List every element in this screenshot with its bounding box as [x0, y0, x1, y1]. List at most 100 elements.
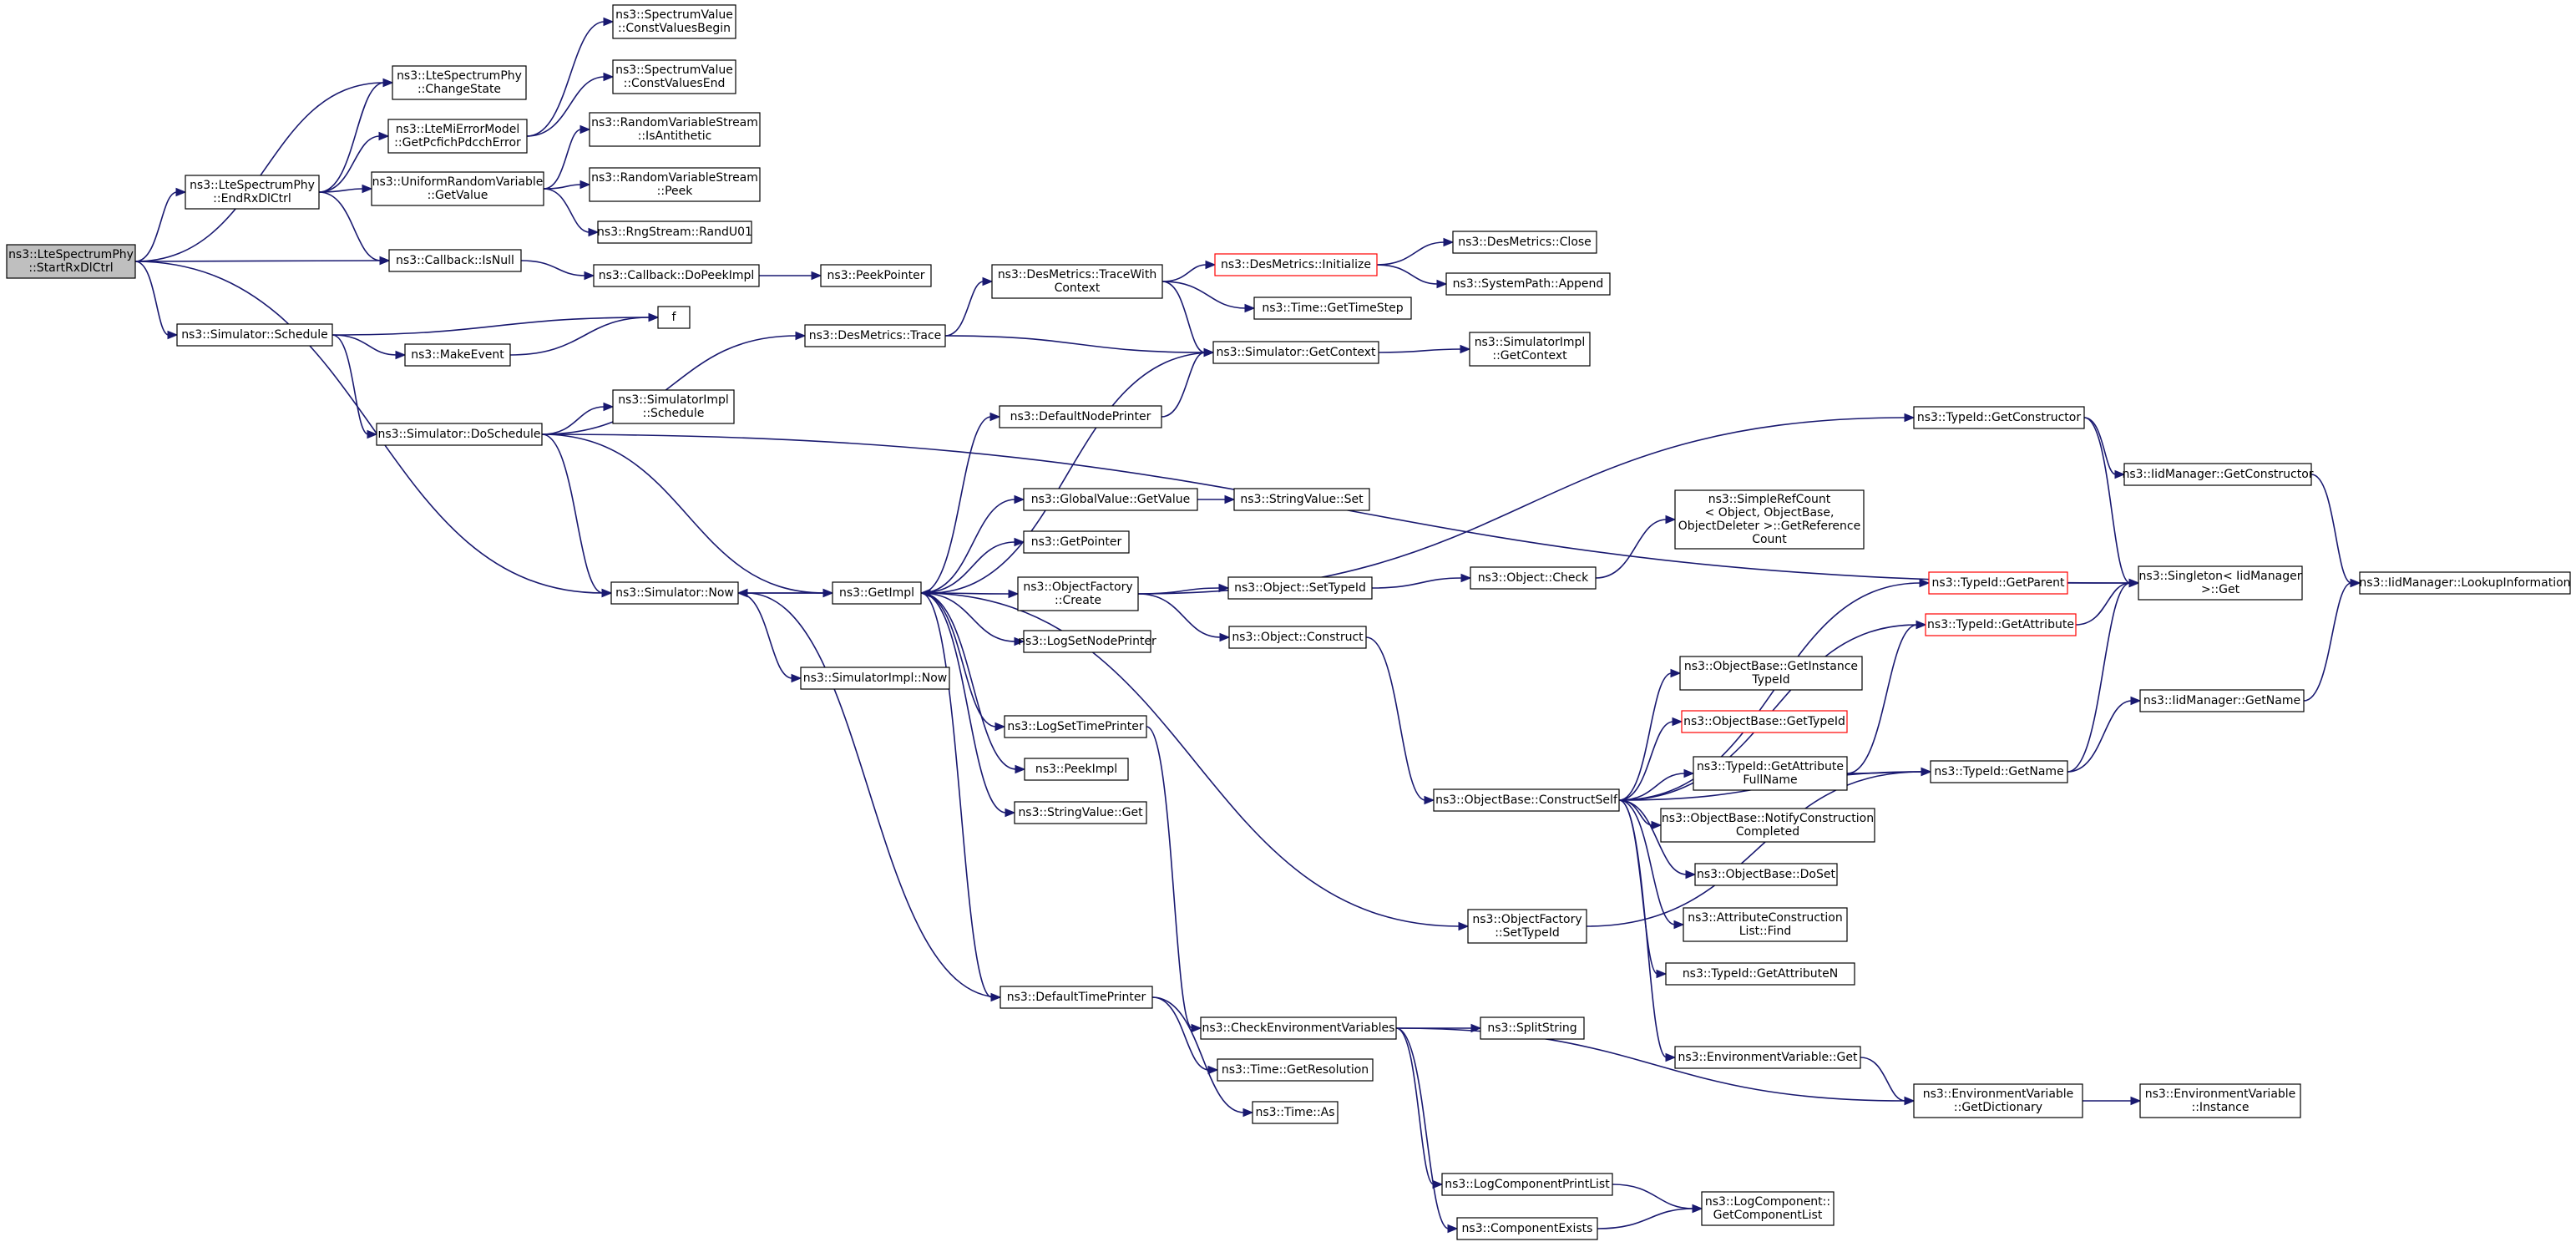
graph-node-lteMi[interactable]: ns3::LteMiErrorModel::GetPcfichPdcchErro…	[387, 119, 528, 154]
edge-arrowhead	[2130, 1096, 2142, 1106]
graph-node-doSchedule[interactable]: ns3::Simulator::DoSchedule	[376, 423, 543, 446]
graph-node-obGetTypeId[interactable]: ns3::ObjectBase::GetTypeId	[1681, 710, 1848, 733]
graph-node-objConstruct[interactable]: ns3::Object::Construct	[1228, 626, 1367, 649]
graph-edge	[2310, 474, 2361, 588]
graph-node-root[interactable]: ns3::LteSpectrumPhy::StartRxDlCtrl	[6, 244, 136, 279]
graph-node-typeGetConstructor[interactable]: ns3::TypeId::GetConstructor	[1913, 406, 2085, 429]
edge-line	[2310, 474, 2352, 584]
node-label: ::GetPcfichPdcchError	[394, 136, 521, 150]
node-label: ns3::ObjectBase::GetTypeId	[1683, 715, 1845, 728]
edge-arrowhead	[1651, 820, 1663, 830]
graph-node-makeEvent[interactable]: ns3::MakeEvent	[404, 343, 511, 367]
graph-node-envGetDict[interactable]: ns3::EnvironmentVariable::GetDictionary	[1913, 1083, 2083, 1118]
graph-edge	[509, 312, 660, 356]
graph-node-desClose[interactable]: ns3::DesMetrics::Close	[1452, 231, 1597, 254]
graph-node-splitString[interactable]: ns3::SplitString	[1480, 1016, 1585, 1040]
node-box	[2139, 1083, 2301, 1118]
edge-line	[541, 433, 604, 594]
graph-node-cbIsNull[interactable]: ns3::Callback::IsNull	[388, 249, 522, 272]
node-label: ns3::Singleton< IidManager	[2139, 570, 2302, 583]
graph-node-typeGetParent[interactable]: ns3::TypeId::GetParent	[1928, 571, 2068, 595]
graph-node-changeState[interactable]: ns3::LteSpectrumPhy::ChangeState	[392, 65, 527, 100]
graph-node-iidLookup[interactable]: ns3::IidManager::LookupInformation	[2359, 571, 2571, 595]
graph-node-objCheck[interactable]: ns3::Object::Check	[1470, 566, 1597, 590]
node-label: ns3::Time::As	[1255, 1106, 1334, 1119]
graph-edge	[920, 592, 1016, 818]
graph-node-uniformGet[interactable]: ns3::UniformRandomVariable::GetValue	[371, 171, 544, 206]
graph-node-timeGetRes[interactable]: ns3::Time::GetResolution	[1217, 1058, 1374, 1082]
graph-node-endRx[interactable]: ns3::LteSpectrumPhy::EndRxDlCtrl	[185, 175, 320, 210]
graph-edge	[331, 334, 378, 439]
node-label: ns3::UniformRandomVariable	[372, 175, 544, 189]
edge-line	[1151, 996, 1210, 1071]
node-label: ns3::ObjectFactory	[1023, 580, 1132, 594]
graph-edge	[736, 588, 1001, 998]
graph-node-defNodePrinter[interactable]: ns3::DefaultNodePrinter	[999, 405, 1162, 428]
node-label: >::Get	[2201, 583, 2240, 596]
graph-node-simNow[interactable]: ns3::Simulator::Now	[610, 581, 739, 605]
graph-node-singletonGet[interactable]: ns3::Singleton< IidManager>::Get	[2138, 565, 2303, 601]
graph-node-rvsPeek[interactable]: ns3::RandomVariableStream::Peek	[589, 167, 761, 202]
graph-node-iidGetName[interactable]: ns3::IidManager::GetName	[2139, 689, 2305, 712]
graph-node-desInit[interactable]: ns3::DesMetrics::Initialize	[1214, 253, 1378, 276]
graph-node-randU01[interactable]: ns3::RngStream::RandU01	[597, 221, 752, 244]
edge-line	[1595, 519, 1668, 579]
graph-node-constructSelf[interactable]: ns3::ObjectBase::ConstructSelf	[1433, 788, 1620, 812]
graph-node-simSchedule[interactable]: ns3::Simulator::Schedule	[176, 323, 333, 347]
graph-node-doSet[interactable]: ns3::ObjectBase::DoSet	[1694, 863, 1838, 886]
graph-node-cvEnd[interactable]: ns3::SpectrumValue::ConstValuesEnd	[612, 59, 736, 94]
graph-edge	[543, 188, 600, 237]
graph-node-strSet[interactable]: ns3::StringValue::Set	[1233, 488, 1370, 511]
graph-edge	[1860, 1057, 1916, 1106]
graph-node-typeGetAttribute[interactable]: ns3::TypeId::GetAttribute	[1925, 613, 2077, 636]
graph-node-peekPointer[interactable]: ns3::PeekPointer	[820, 264, 932, 287]
graph-node-simImplGetContext[interactable]: ns3::SimulatorImpl::GetContext	[1469, 332, 1591, 367]
graph-node-simGetContext[interactable]: ns3::Simulator::GetContext	[1212, 341, 1379, 364]
node-label: ns3::DefaultTimePrinter	[1007, 991, 1146, 1004]
graph-node-getAttrN[interactable]: ns3::TypeId::GetAttributeN	[1665, 962, 1855, 986]
node-label: ::StartRxDlCtrl	[28, 261, 113, 275]
graph-node-simImplNow[interactable]: ns3::SimulatorImpl::Now	[800, 667, 950, 690]
graph-node-objFactSetType[interactable]: ns3::ObjectFactory::SetTypeId	[1467, 909, 1587, 944]
graph-node-strGet[interactable]: ns3::StringValue::Get	[1014, 801, 1147, 824]
graph-node-envGet[interactable]: ns3::EnvironmentVariable::Get	[1674, 1046, 1861, 1069]
graph-node-isAnti[interactable]: ns3::RandomVariableStream::IsAntithetic	[589, 112, 761, 147]
graph-node-simImplSchedule[interactable]: ns3::SimulatorImpl::Schedule	[612, 389, 735, 424]
graph-node-envInstance[interactable]: ns3::EnvironmentVariable::Instance	[2139, 1083, 2301, 1118]
node-box	[1253, 297, 1412, 320]
graph-node-logSetTime[interactable]: ns3::LogSetTimePrinter	[1004, 715, 1147, 738]
graph-node-checkEnv[interactable]: ns3::CheckEnvironmentVariables	[1200, 1016, 1397, 1040]
graph-node-timeStep[interactable]: ns3::Time::GetTimeStep	[1253, 297, 1412, 320]
graph-node-typeGetName[interactable]: ns3::TypeId::GetName	[1930, 760, 2068, 783]
graph-node-timeAs[interactable]: ns3::Time::As	[1252, 1101, 1339, 1124]
graph-node-getPointer[interactable]: ns3::GetPointer	[1023, 530, 1130, 554]
node-box	[1227, 576, 1373, 600]
graph-node-getImpl[interactable]: ns3::GetImpl	[832, 581, 922, 605]
graph-node-logCompList[interactable]: ns3::LogComponent::GetComponentList	[1701, 1191, 1835, 1226]
graph-node-sysAppend[interactable]: ns3::SystemPath::Append	[1445, 272, 1611, 296]
graph-node-iidGetConstructor[interactable]: ns3::IidManager::GetConstructor	[2122, 463, 2314, 486]
graph-node-cbDoPeek[interactable]: ns3::Callback::DoPeekImpl	[593, 264, 760, 287]
graph-edge	[759, 271, 822, 281]
node-box	[185, 175, 320, 210]
graph-node-globalGetValue[interactable]: ns3::GlobalValue::GetValue	[1023, 488, 1198, 511]
graph-node-simpleRef[interactable]: ns3::SimpleRefCount< Object, ObjectBase,…	[1674, 489, 1865, 550]
node-box	[1913, 1083, 2083, 1118]
node-box	[2123, 463, 2312, 486]
node-label: ::SetTypeId	[1495, 926, 1560, 940]
graph-node-logSetNode[interactable]: ns3::LogSetNodePrinter	[1018, 630, 1156, 653]
graph-node-cvBegin[interactable]: ns3::SpectrumValue::ConstValuesBegin	[612, 4, 736, 39]
graph-node-peekImpl[interactable]: ns3::PeekImpl	[1024, 758, 1129, 781]
graph-node-f[interactable]: f	[657, 306, 691, 329]
graph-node-compExists[interactable]: ns3::ComponentExists	[1456, 1217, 1598, 1240]
graph-node-logCompPrint[interactable]: ns3::LogComponentPrintList	[1441, 1173, 1613, 1196]
graph-node-desTrace[interactable]: ns3::DesMetrics::Trace	[804, 324, 946, 347]
graph-node-defTimePrinter[interactable]: ns3::DefaultTimePrinter	[1000, 986, 1153, 1009]
graph-node-notifyConstr[interactable]: ns3::ObjectBase::NotifyConstructionCompl…	[1660, 808, 1875, 843]
graph-node-objFactCreate[interactable]: ns3::ObjectFactory::Create	[1017, 576, 1139, 611]
graph-node-objSetTypeId[interactable]: ns3::Object::SetTypeId	[1227, 576, 1373, 600]
